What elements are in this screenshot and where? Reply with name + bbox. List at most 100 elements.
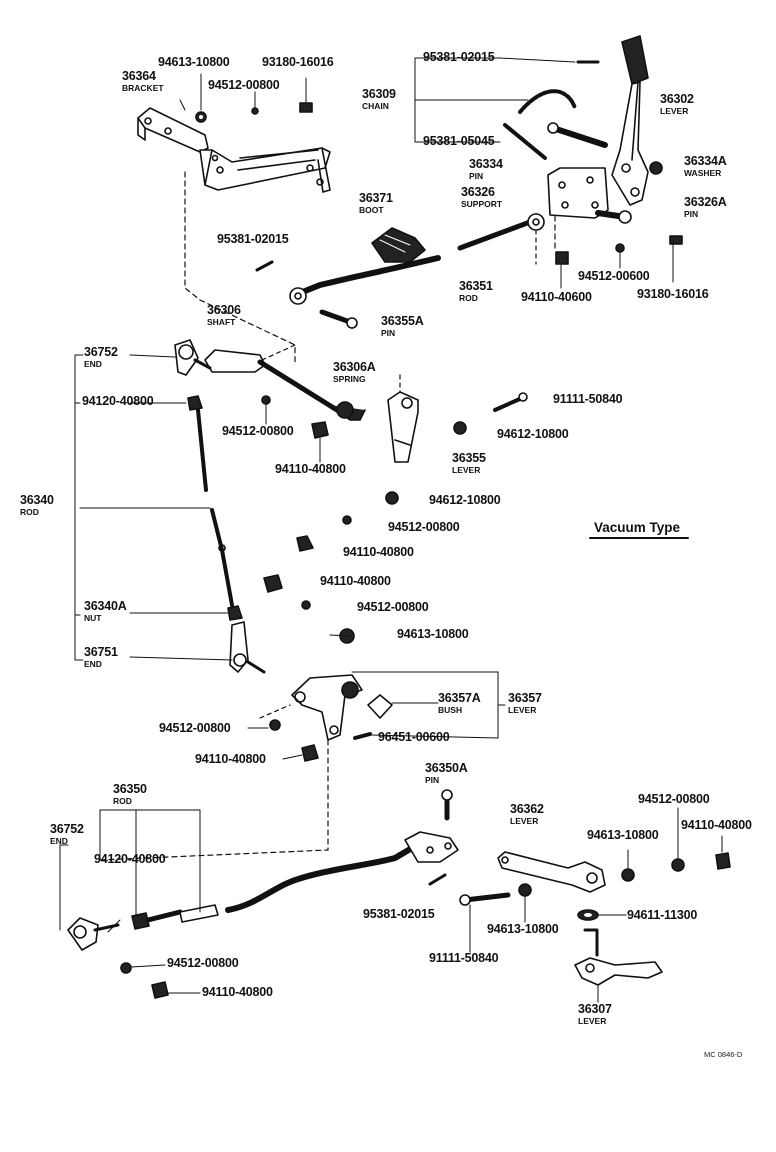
- end-36752-top: [174, 339, 212, 376]
- lever-36307: [574, 928, 663, 986]
- hw-93180-top: [299, 102, 313, 113]
- bolt-91111-bottom: [459, 892, 511, 906]
- hw-94110-left: [311, 421, 329, 439]
- label-94110-40800-d: 94110-40800: [195, 752, 266, 766]
- label-94110-40800-e: 94110-40800: [681, 818, 752, 832]
- label-94512-00800-d: 94512-00800: [357, 600, 429, 614]
- hw-94110-d: [296, 535, 314, 552]
- label-95381-05045: 95381-05045: [423, 134, 495, 148]
- label-94120-40800-a: 94120-40800: [82, 394, 154, 408]
- hw-94110-e: [263, 574, 283, 593]
- lever-36357: [291, 674, 363, 741]
- nut-94120: [187, 395, 203, 411]
- rod-36350: [225, 831, 459, 913]
- bolt-96451: [353, 732, 372, 740]
- shaft-36306: [204, 349, 366, 421]
- label-94613-10800-c: 94613-10800: [587, 828, 659, 842]
- support-36326: [547, 167, 609, 219]
- label-91111-50840-a: 91111-50840: [553, 392, 623, 406]
- label-95381-02015-c: 95381-02015: [363, 907, 435, 921]
- rod-36340: [196, 408, 234, 607]
- hw-94110-c2: [715, 852, 731, 870]
- label-94512-00800-g: 94512-00800: [167, 956, 239, 970]
- label-94613-10800-d: 94613-10800: [487, 922, 559, 936]
- washer-36334A: [649, 161, 663, 175]
- lever-36355: [387, 391, 419, 463]
- washer-94611: [577, 909, 599, 921]
- label-94512-00800-a: 94512-00800: [208, 78, 280, 92]
- end-36752-bottom: [67, 917, 120, 951]
- label-94110-40800-c: 94110-40800: [320, 574, 391, 588]
- bracket-36364: [137, 107, 331, 193]
- end-36751: [229, 621, 266, 674]
- hw-94512-lever: [269, 719, 281, 731]
- label-93180-16016-a: 93180-16016: [262, 55, 334, 69]
- label-94512-00800-e: 94512-00800: [159, 721, 231, 735]
- label-93180-16016-b: 93180-16016: [637, 287, 709, 301]
- hw-94110-bottom: [151, 981, 169, 999]
- lever-36362: [497, 851, 606, 893]
- lever-36302: [611, 35, 649, 206]
- hw-94110-40600: [555, 251, 569, 265]
- label-94110-40800-a: 94110-40800: [275, 462, 346, 476]
- hw-94613-a: [518, 883, 532, 897]
- diagram-code: MC 0846-D: [704, 1050, 743, 1059]
- hw-94613-b: [621, 868, 635, 882]
- label-94611-11300: 94611-11300: [627, 908, 698, 922]
- label-94110-40600: 94110-40600: [521, 290, 592, 304]
- nut-36340A: [227, 605, 243, 621]
- pin-36350A: [441, 789, 453, 821]
- label-91111-50840-b: 91111-50840: [429, 951, 499, 965]
- pin-36334: [547, 122, 608, 148]
- boot-36371: [371, 227, 426, 263]
- hw-94612-a: [453, 421, 467, 435]
- hw-94110-lever: [301, 744, 319, 762]
- hw-94512-f: [301, 600, 311, 610]
- hw-94512-bottom: [120, 962, 132, 974]
- label-94110-40800-b: 94110-40800: [343, 545, 414, 559]
- diagram-title: Vacuum Type: [594, 520, 681, 535]
- nut-94120-bottom: [131, 912, 150, 930]
- label-94512-00800-b: 94512-00800: [222, 424, 294, 438]
- label-94512-00600: 94512-00600: [578, 269, 650, 283]
- label-94613-10800-b: 94613-10800: [397, 627, 469, 641]
- label-94512-00800-f: 94512-00800: [638, 792, 710, 806]
- label-94120-40800-b: 94120-40800: [94, 852, 166, 866]
- label-94612-10800-a: 94612-10800: [497, 427, 569, 441]
- hw-94512-c: [342, 515, 352, 525]
- pin-36326A: [595, 210, 632, 224]
- hw-94512-c2: [671, 858, 685, 872]
- label-94110-40800-f: 94110-40800: [202, 985, 273, 999]
- hw-94512-00600: [615, 243, 625, 253]
- hw-94612-b: [385, 491, 399, 505]
- hw-93180-right: [669, 235, 683, 245]
- link-rod: [289, 255, 441, 305]
- pin-95381-bottom: [428, 873, 447, 886]
- bush-36357A: [367, 694, 393, 719]
- label-94512-00800-c: 94512-00800: [388, 520, 460, 534]
